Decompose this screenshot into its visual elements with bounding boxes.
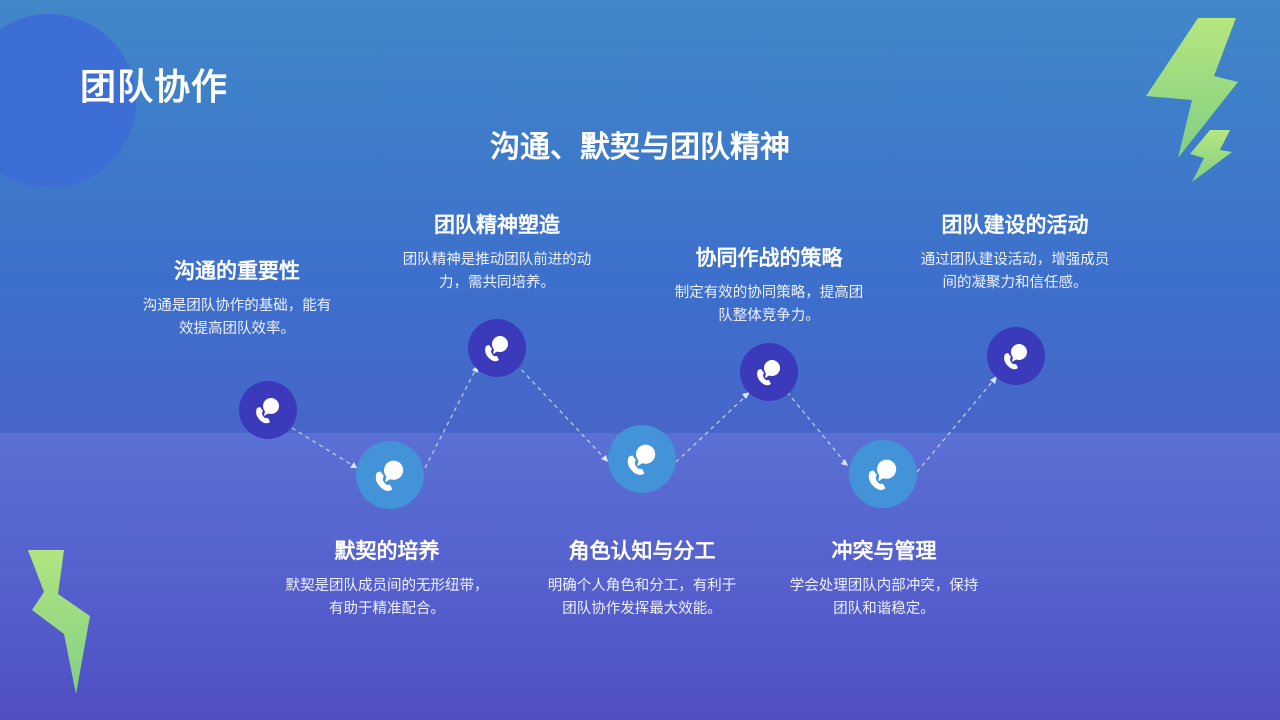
timeline-node-1 [239, 381, 297, 439]
timeline-node-6 [849, 440, 917, 508]
step-description: 沟通是团队协作的基础，能有 效提高团队效率。 [127, 295, 347, 341]
step-description-line: 制定有效的协同策略，提高团 [674, 285, 864, 301]
connector-arrowhead [350, 462, 357, 468]
step-description: 学会处理团队内部冲突，保持 团队和谐稳定。 [774, 575, 994, 621]
timeline-node-3 [468, 319, 526, 377]
step-description-line: 间的凝聚力和信任感。 [942, 275, 1088, 291]
lightning-bolt-icon [28, 550, 90, 694]
step-title: 默契的培养 [334, 539, 440, 563]
step-label-1: 沟通的重要性 沟通是团队协作的基础，能有 效提高团队效率。 [127, 255, 347, 341]
page-title: 团队协作 [80, 67, 229, 108]
phone-chat-icon [485, 336, 508, 362]
step-description: 通过团队建设活动，增强成员 间的凝聚力和信任感。 [905, 249, 1125, 295]
decorative-circle [0, 14, 136, 188]
step-description-line: 有助于精准配合。 [329, 601, 445, 617]
connector-arrowhead [601, 455, 608, 462]
step-title: 团队建设的活动 [941, 213, 1089, 237]
phone-chat-icon [868, 459, 897, 490]
phone-chat-icon [627, 444, 656, 475]
timeline-node-7 [987, 327, 1045, 385]
connector-line [916, 375, 998, 473]
step-description-line: 团队和谐稳定。 [833, 601, 935, 617]
connector-line [424, 364, 479, 469]
step-description-line: 沟通是团队协作的基础，能有 [142, 298, 332, 314]
connector-arrowhead [841, 459, 848, 466]
connector-arrowhead [990, 376, 997, 384]
step-description-line: 力，需共同培养。 [439, 275, 555, 291]
phone-chat-icon [1004, 344, 1027, 370]
connector-line [291, 427, 358, 469]
step-label-2: 默契的培养 默契是团队成员间的无形纽带， 有助于精准配合。 [277, 535, 497, 621]
step-description-line: 默契是团队成员间的无形纽带， [285, 578, 489, 594]
timeline-node-4 [608, 425, 676, 493]
step-label-5: 协同作战的策略 制定有效的协同策略，提高团 队整体竞争力。 [659, 242, 879, 328]
step-description-line: 学会处理团队内部冲突，保持 [789, 578, 979, 594]
step-label-6: 冲突与管理 学会处理团队内部冲突，保持 团队和谐稳定。 [774, 535, 994, 621]
step-title: 团队精神塑造 [434, 213, 560, 237]
step-description: 默契是团队成员间的无形纽带， 有助于精准配合。 [277, 575, 497, 621]
step-description-line: 团队精神是推动团队前进的动 [402, 252, 592, 268]
phone-chat-icon [757, 360, 780, 386]
slide-subtitle: 沟通、默契与团队精神 [490, 130, 790, 165]
step-description-line: 团队协作发挥最大效能。 [562, 601, 722, 617]
timeline-node-2 [356, 441, 424, 509]
step-description: 明确个人角色和分工，有利于 团队协作发挥最大效能。 [532, 575, 752, 621]
step-description-line: 通过团队建设活动，增强成员 [920, 252, 1110, 268]
step-description: 制定有效的协同策略，提高团 队整体竞争力。 [659, 282, 879, 328]
step-title: 角色认知与分工 [568, 539, 716, 563]
step-description: 团队精神是推动团队前进的动 力，需共同培养。 [387, 249, 607, 295]
connector-line [675, 391, 751, 463]
step-label-7: 团队建设的活动 通过团队建设活动，增强成员 间的凝聚力和信任感。 [905, 209, 1125, 295]
phone-chat-icon [375, 460, 404, 491]
step-title: 冲突与管理 [831, 539, 937, 563]
step-label-3: 团队精神塑造 团队精神是推动团队前进的动 力，需共同培养。 [387, 209, 607, 295]
step-label-4: 角色认知与分工 明确个人角色和分工，有利于 团队协作发挥最大效能。 [532, 535, 752, 621]
phone-chat-icon [256, 398, 279, 424]
step-description-line: 明确个人角色和分工，有利于 [547, 578, 737, 594]
connector-arrowhead [742, 392, 750, 399]
connector-line [786, 391, 849, 467]
step-description-line: 效提高团队效率。 [179, 321, 295, 337]
lightning-bolt-icon [1146, 18, 1238, 182]
step-description-line: 队整体竞争力。 [718, 308, 820, 324]
step-title: 协同作战的策略 [695, 246, 843, 270]
timeline-node-5 [740, 343, 798, 401]
connector-line [515, 363, 609, 463]
step-title: 沟通的重要性 [174, 259, 300, 283]
